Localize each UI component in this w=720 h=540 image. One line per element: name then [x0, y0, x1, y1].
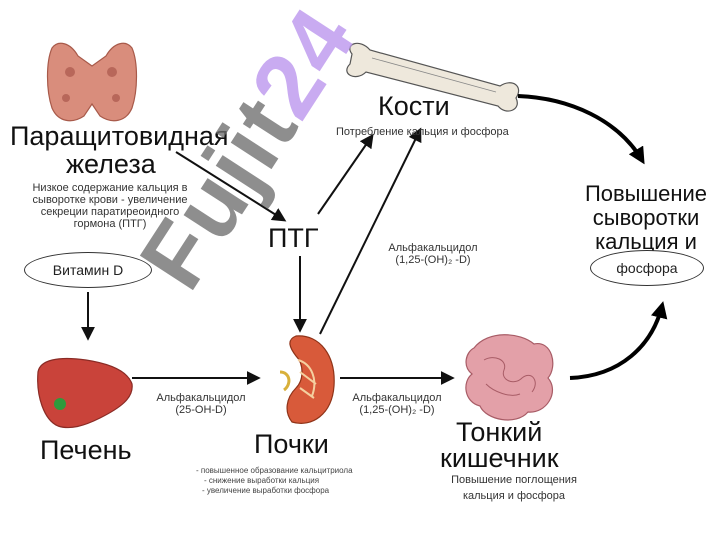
kidneys-note: - повышенное образование кальцитриола - … — [196, 466, 353, 496]
bone-image — [346, 42, 520, 112]
intestine-image — [465, 334, 554, 421]
parathyroid-note-line: сыворотке крови - увеличение — [32, 194, 188, 206]
parathyroid-note: Низкое содержание кальция в сыворотке кр… — [12, 182, 208, 230]
result-title-line: Повышение — [584, 181, 708, 206]
ptg-label: ПТГ — [268, 223, 319, 253]
bones-title: Кости — [378, 91, 450, 121]
edge-label-line: (1,25-(OH)₂ -D) — [395, 254, 471, 266]
kidneys-note-line: - увеличение выработки фосфора — [202, 486, 330, 495]
kidneys-title: Почки — [254, 429, 329, 459]
edge-label-liver-to-kidney: Альфакальцидол (25-ОН-D) — [136, 392, 266, 416]
arrow-bones-to-result — [517, 94, 645, 165]
arrow-kidneys-to-bones — [319, 127, 422, 335]
intestine-note-line: Повышение поглощения — [451, 474, 577, 486]
arrow-ptg-to-bones — [317, 133, 374, 215]
liver-image — [37, 357, 133, 429]
result-title-line: сыворотки — [592, 205, 700, 230]
edge-label-line: Альфакальцидол — [156, 392, 246, 404]
kidneys-note-line: - снижение выработки кальция — [204, 476, 320, 485]
kidneys-note-line: - повышенное образование кальцитриола — [196, 466, 353, 475]
arrow-intestine-to-result — [569, 301, 668, 380]
intestine-note-line: кальция и фосфора — [462, 490, 566, 502]
parathyroid-note-line: Низкое содержание кальция в — [32, 182, 188, 194]
intestine-title: Тонкий — [456, 417, 543, 447]
parathyroid-title: Паращитовидная — [10, 121, 229, 151]
edge-label-line: Альфакальцидол — [388, 242, 478, 254]
parathyroid-note-line: гормона (ПТГ) — [73, 218, 147, 230]
parathyroid-title-line2: железа — [66, 149, 156, 179]
intestine-note: Повышение поглощения кальция и фосфора — [424, 474, 604, 502]
arrow-parathyroid-to-ptg — [175, 151, 287, 222]
result-title: Повышение сыворотки кальция и — [578, 182, 714, 254]
kidney-image — [279, 335, 335, 424]
vitamin-d-ellipse: Витамин D — [24, 252, 152, 288]
bones-note: Потребление кальция и фосфора — [336, 126, 509, 138]
liver-title: Печень — [40, 435, 132, 465]
edge-label-line: (1,25-(OH)₂ -D) — [359, 404, 435, 416]
result-ellipse: фосфора — [590, 250, 704, 286]
edge-label-kidney-to-bone: Альфакальцидол (1,25-(OH)₂ -D) — [370, 242, 496, 266]
edge-label-line: Альфакальцидол — [352, 392, 442, 404]
edge-label-line: (25-ОН-D) — [175, 404, 227, 416]
parathyroid-gland-image — [46, 42, 138, 122]
parathyroid-note-line: секреции паратиреоидного — [40, 206, 180, 218]
intestine-title-line2: кишечник — [440, 443, 559, 473]
edge-label-kidney-to-intestine: Альфакальцидол (1,25-(OH)₂ -D) — [334, 392, 460, 416]
